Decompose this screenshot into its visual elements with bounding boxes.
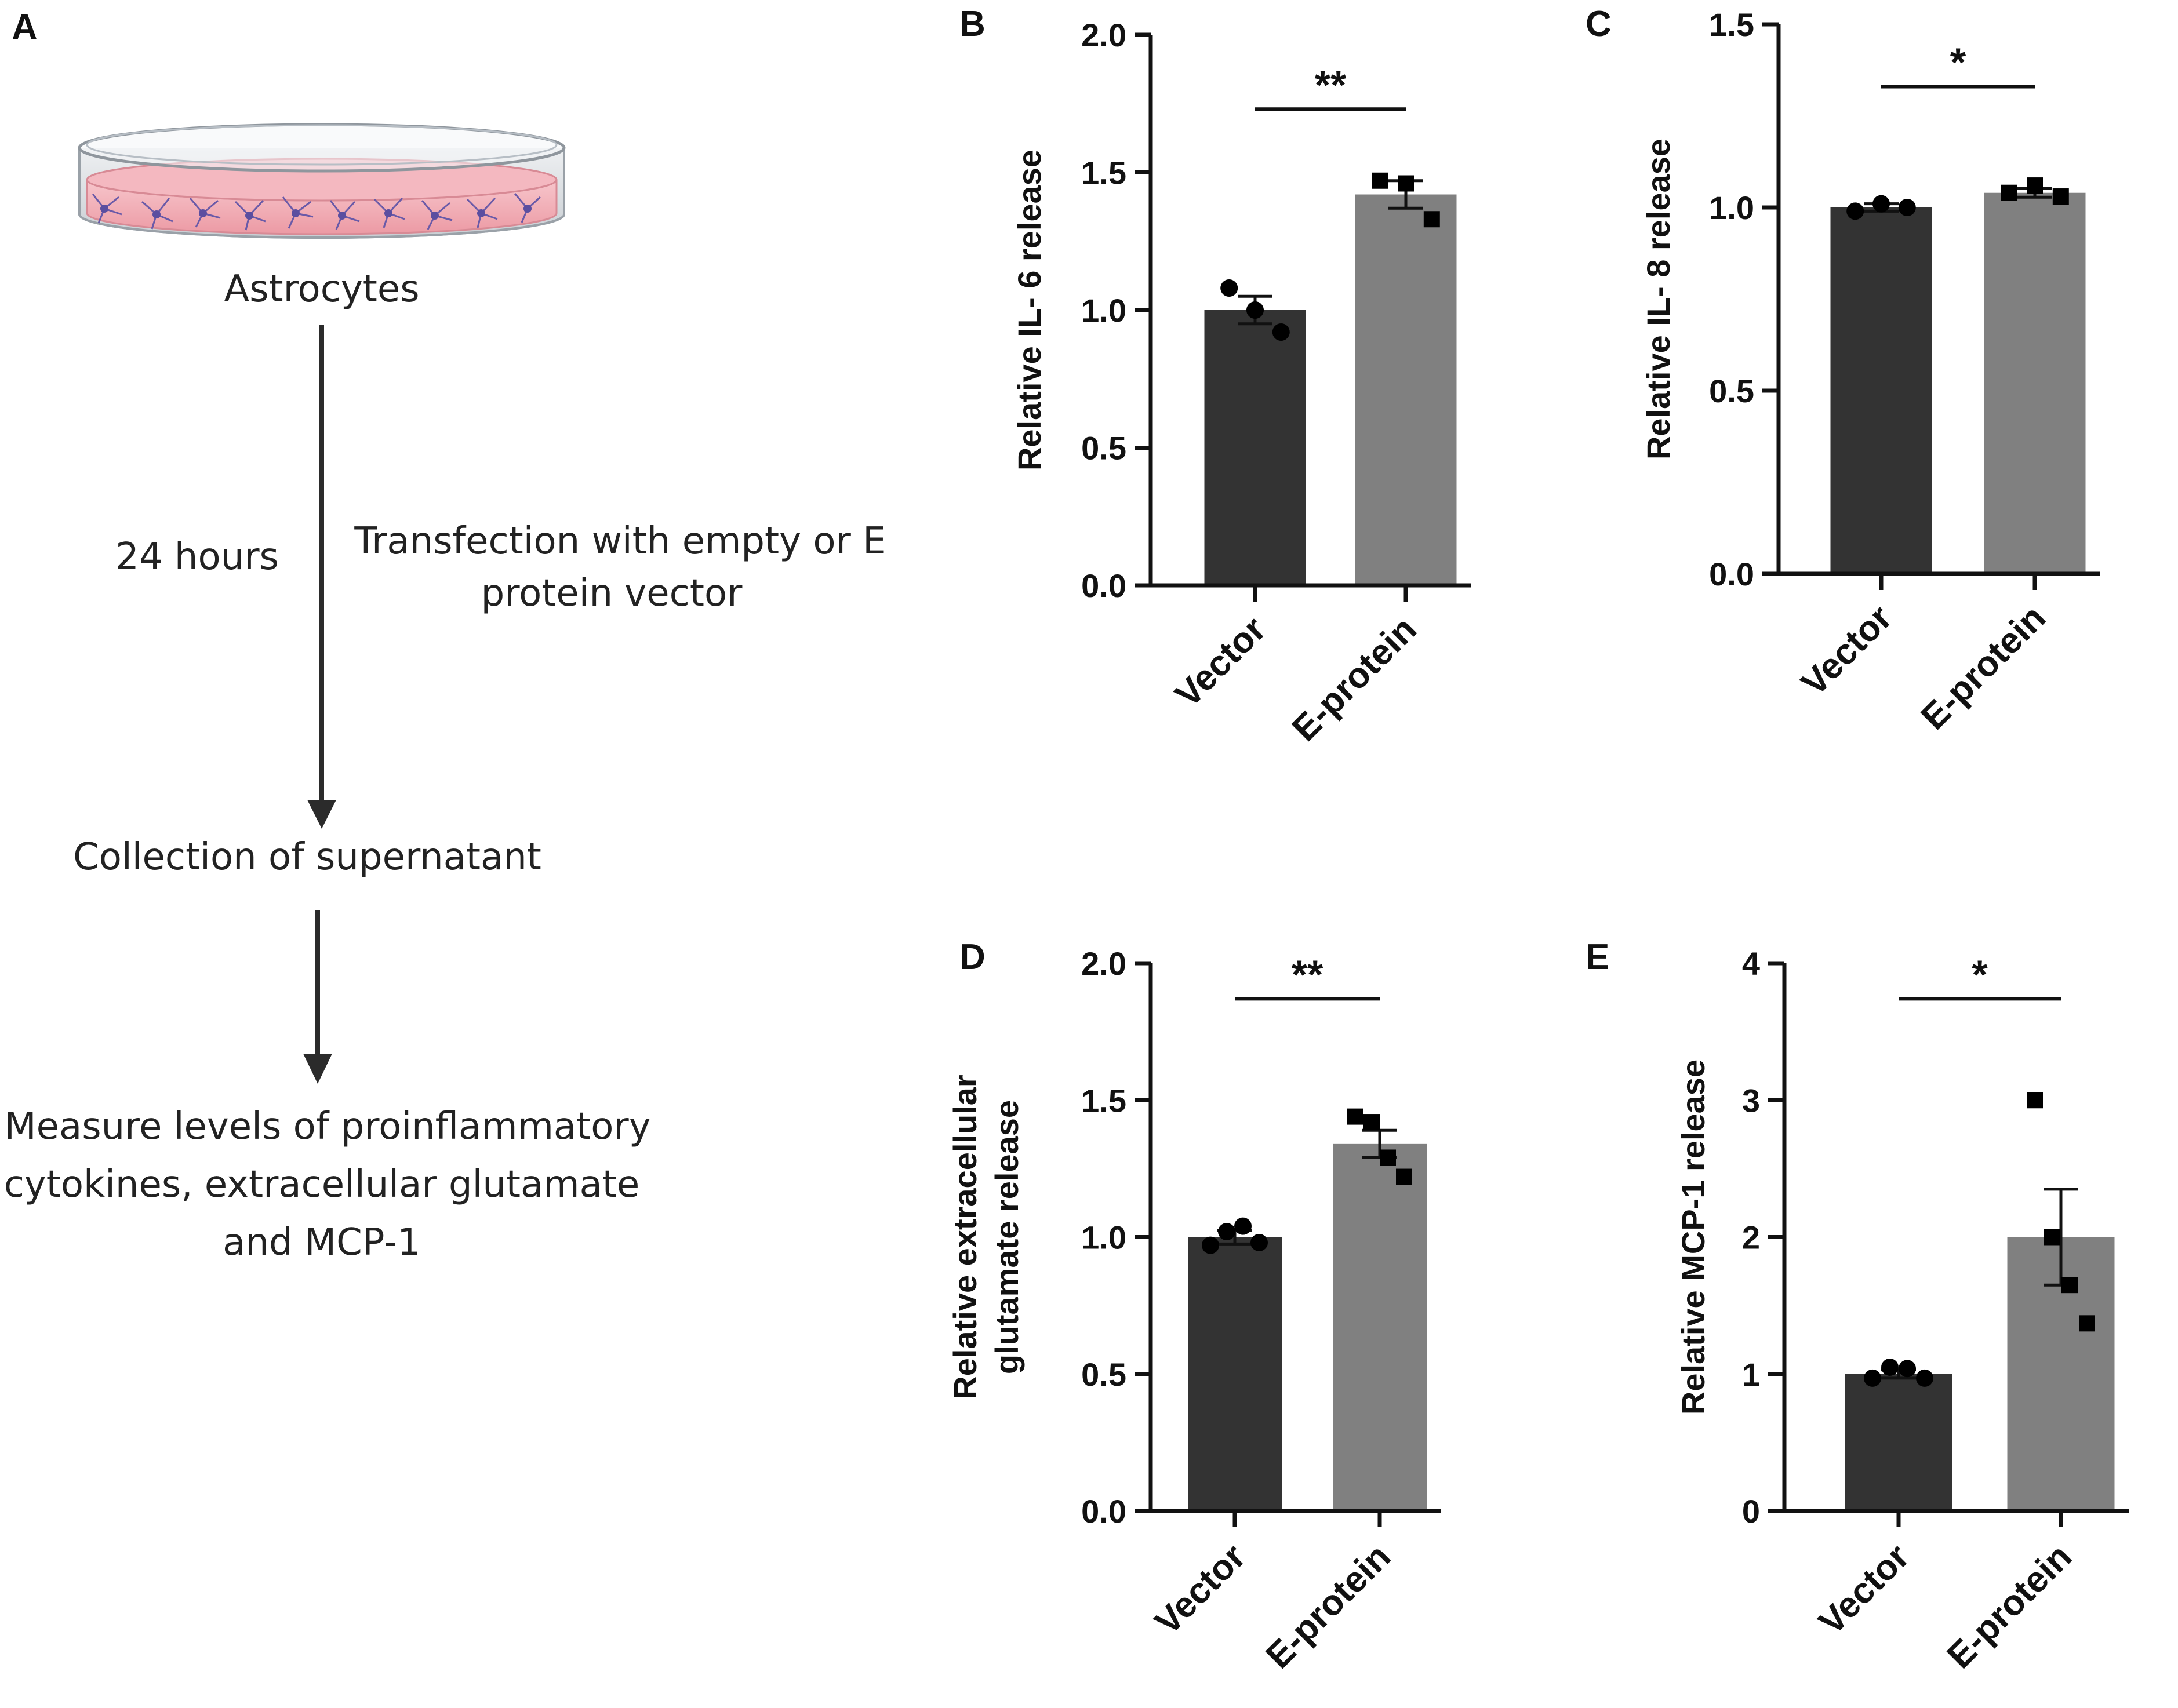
- astrocyte-nuclei: [100, 205, 532, 220]
- data-point-square: [2027, 177, 2043, 194]
- arrow-down-icon: [307, 325, 336, 829]
- x-category-label: Vector: [1168, 609, 1274, 715]
- y-axis-title: Relative MCP-1 release: [1675, 1059, 1711, 1415]
- data-point-square: [1347, 1108, 1363, 1125]
- x-category-label: Vector: [1147, 1536, 1253, 1643]
- data-point-square: [1423, 211, 1440, 228]
- data-point-square: [2052, 188, 2069, 205]
- bar-e-protein: [1984, 192, 2086, 574]
- time-label: 24 hours: [115, 536, 279, 578]
- data-point-circle: [1220, 279, 1238, 297]
- bar-vector: [1830, 207, 1932, 574]
- data-point-circle: [1846, 202, 1864, 220]
- y-tick-label: 0.0: [1081, 567, 1126, 604]
- measure-label-line-2: cytokines, extracellular glutamate: [4, 1163, 640, 1206]
- collection-label: Collection of supernatant: [73, 836, 541, 879]
- data-point-circle: [1218, 1223, 1235, 1241]
- data-point-square: [1396, 1168, 1412, 1185]
- y-axis-title: Relative IL- 8 release: [1640, 139, 1677, 460]
- data-point-square: [2044, 1229, 2060, 1246]
- data-point-circle: [1916, 1369, 1933, 1387]
- measure-label-line-3: and MCP-1: [223, 1221, 421, 1264]
- y-tick-label: 1.5: [1709, 6, 1754, 43]
- y-tick-label: 2.0: [1081, 945, 1126, 982]
- y-axis-title: glutamate release: [988, 1100, 1025, 1374]
- x-category-label: E-protein: [1285, 609, 1424, 749]
- data-point-circle: [1881, 1358, 1899, 1376]
- y-tick-label: 0.5: [1709, 373, 1754, 409]
- data-point-square: [2079, 1315, 2095, 1332]
- y-tick-label: 1.0: [1081, 1219, 1126, 1256]
- y-axis-title: Relative IL- 6 release: [1011, 150, 1048, 471]
- transfection-label-line-1: Transfection with empty or E: [354, 520, 886, 563]
- data-point-circle: [1898, 199, 1916, 216]
- panel-letter-e: E: [1586, 937, 1609, 977]
- significance-label: **: [1292, 952, 1323, 997]
- significance-label: *: [1972, 952, 1988, 997]
- bar-vector: [1204, 310, 1306, 585]
- data-point-square: [1372, 172, 1388, 189]
- x-category-label: E-protein: [1940, 1536, 2079, 1676]
- bar-e-protein: [1333, 1143, 1427, 1511]
- x-category-label: E-protein: [1259, 1536, 1398, 1676]
- y-tick-label: 0.5: [1081, 1356, 1126, 1393]
- y-tick-label: 1.0: [1709, 190, 1754, 226]
- y-axis-title: Relative extracellular: [947, 1075, 983, 1399]
- y-tick-label: 0.0: [1709, 556, 1754, 592]
- significance-label: *: [1950, 39, 1966, 85]
- significance-label: **: [1315, 62, 1347, 107]
- y-tick-label: 1.5: [1081, 1082, 1126, 1119]
- data-point-circle: [1246, 301, 1264, 319]
- y-tick-label: 4: [1742, 945, 1760, 982]
- data-point-circle: [1234, 1217, 1252, 1235]
- panel-a: A: [4, 8, 886, 1264]
- panel-letter-b: B: [959, 4, 986, 44]
- y-tick-label: 1: [1742, 1356, 1760, 1393]
- panel-letter-c: C: [1586, 4, 1612, 44]
- data-point-square: [2061, 1277, 2078, 1294]
- arrow-down-icon: [303, 910, 332, 1084]
- x-category-label: Vector: [1794, 598, 1900, 704]
- measure-label-line-1: Measure levels of proinflammatory: [4, 1105, 650, 1148]
- panel-letter-d: D: [959, 937, 986, 977]
- data-point-circle: [1872, 195, 1890, 213]
- y-tick-label: 2.0: [1081, 17, 1126, 53]
- y-tick-label: 0: [1742, 1493, 1760, 1529]
- data-point-circle: [1250, 1233, 1268, 1251]
- data-point-square: [1380, 1149, 1396, 1166]
- data-point-square: [2001, 184, 2017, 201]
- y-tick-label: 1.5: [1081, 155, 1126, 191]
- y-tick-label: 3: [1742, 1082, 1760, 1119]
- y-tick-label: 0.0: [1081, 1493, 1126, 1529]
- bar-vector: [1845, 1374, 1952, 1511]
- data-point-square: [1398, 175, 1414, 192]
- transfection-label-line-2: protein vector: [481, 572, 743, 615]
- data-point-square: [1363, 1114, 1380, 1131]
- data-point-circle: [1864, 1369, 1881, 1387]
- data-point-square: [2027, 1092, 2043, 1109]
- data-point-circle: [1202, 1236, 1219, 1254]
- data-point-circle: [1272, 323, 1290, 341]
- bar-e-protein: [1355, 194, 1457, 585]
- astrocytes-label: Astrocytes: [224, 268, 419, 311]
- bar-vector: [1188, 1237, 1282, 1511]
- panel-letter-a: A: [12, 8, 38, 48]
- data-point-circle: [1899, 1360, 1916, 1378]
- x-category-label: E-protein: [1914, 598, 2053, 737]
- y-tick-label: 1.0: [1081, 292, 1126, 329]
- y-tick-label: 0.5: [1081, 430, 1126, 467]
- x-category-label: Vector: [1811, 1536, 1917, 1643]
- y-tick-label: 2: [1742, 1219, 1760, 1256]
- petri-dish-illustration: [78, 123, 566, 239]
